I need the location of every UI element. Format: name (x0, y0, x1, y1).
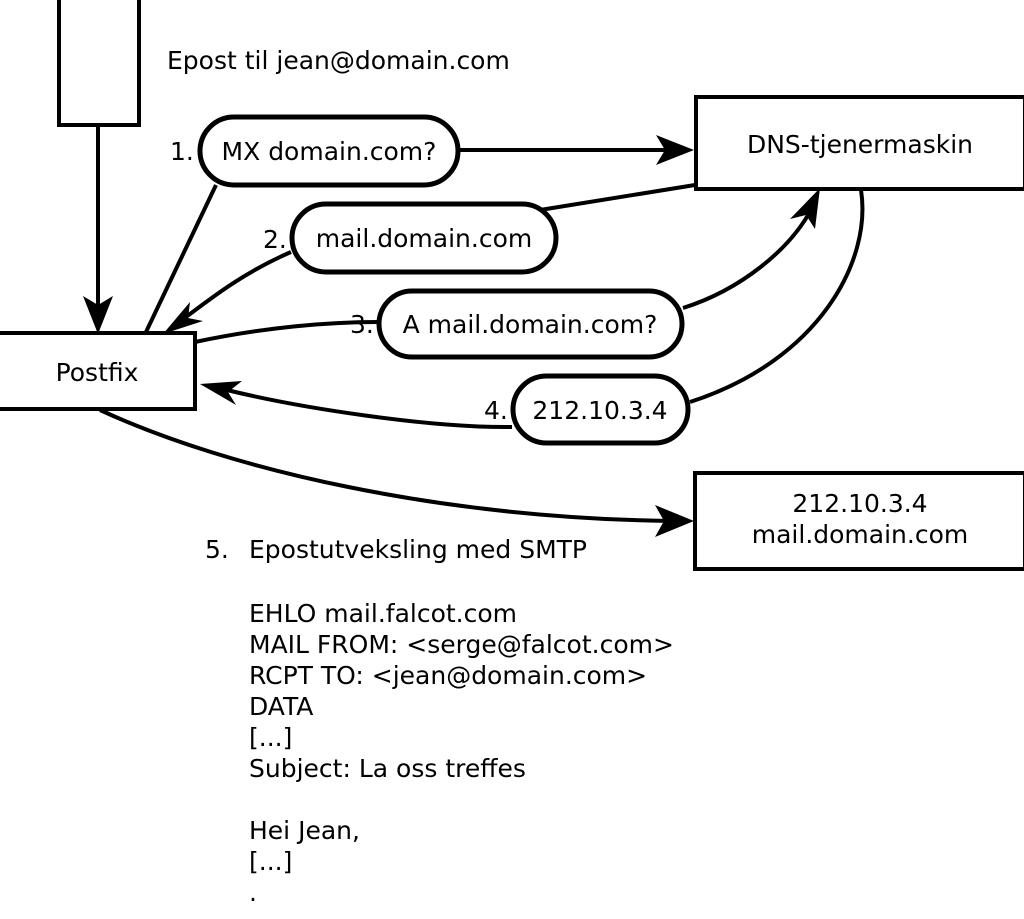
step-3-number: 3. (350, 310, 374, 339)
edge-sender-to-postfix (83, 125, 113, 334)
step-3-label: A mail.domain.com? (403, 310, 658, 339)
smtp-line-1: EHLO mail.falcot.com (249, 599, 517, 628)
step-5-label: Epostutveksling med SMTP (249, 535, 587, 564)
smtp-line-5: [...] (249, 723, 292, 752)
node-postfix[interactable]: Postfix (0, 331, 197, 411)
smtp-line-4: DATA (249, 692, 313, 721)
edge-postfix-to-step1 (144, 184, 218, 333)
node-dns-server-label: DNS-tjenermaskin (747, 130, 973, 159)
step-1-group[interactable]: MX domain.com? (197, 114, 461, 188)
smtp-line-6: Subject: La oss treffes (249, 754, 526, 783)
step-1-label: MX domain.com? (222, 137, 437, 166)
node-mail-server-ip: 212.10.3.4 (792, 489, 927, 518)
edge-step4-to-postfix (200, 381, 513, 430)
edge-postfix-to-mailserver (99, 408, 694, 537)
smtp-line-8: Hei Jean, (249, 816, 360, 845)
edge-step2-to-postfix (163, 250, 292, 334)
edge-postfix-to-step3 (194, 320, 379, 344)
edge-dns-to-step2 (539, 183, 696, 212)
smtp-line-10: . (249, 878, 257, 907)
node-postfix-label: Postfix (56, 358, 139, 387)
node-mail-server[interactable]: 212.10.3.4 mail.domain.com (693, 471, 1024, 571)
edge-step1-to-dns (458, 135, 694, 165)
page-title: Epost til jean@domain.com (167, 46, 510, 75)
step-5-number: 5. (205, 535, 229, 564)
arrow-head-icon (163, 302, 203, 334)
step-2-number: 2. (263, 225, 287, 254)
smtp-line-3: RCPT TO: <jean@domain.com> (249, 661, 647, 690)
step-4-label: 212.10.3.4 (532, 396, 667, 425)
edge-step3-to-dns (682, 188, 820, 310)
arrow-head-icon (655, 505, 694, 537)
step-4-number: 4. (484, 396, 508, 425)
step-2-group[interactable]: mail.domain.com (289, 201, 559, 275)
arrow-head-icon (790, 188, 820, 229)
step-4-group[interactable]: 212.10.3.4 (510, 373, 691, 446)
arrow-head-icon (656, 135, 694, 165)
edge-dns-to-step4 (689, 189, 865, 404)
step-1-number: 1. (170, 137, 194, 166)
step-2-label: mail.domain.com (316, 224, 532, 253)
smtp-line-2: MAIL FROM: <serge@falcot.com> (249, 630, 674, 659)
arrow-head-icon (200, 381, 242, 405)
node-mail-server-hostname: mail.domain.com (752, 520, 968, 549)
step-3-group[interactable]: A mail.domain.com? (376, 288, 685, 360)
node-dns-server[interactable]: DNS-tjenermaskin (694, 95, 1024, 191)
smtp-line-9: [...] (249, 847, 292, 876)
arrow-head-icon (83, 296, 113, 334)
node-sender[interactable] (57, 0, 141, 127)
